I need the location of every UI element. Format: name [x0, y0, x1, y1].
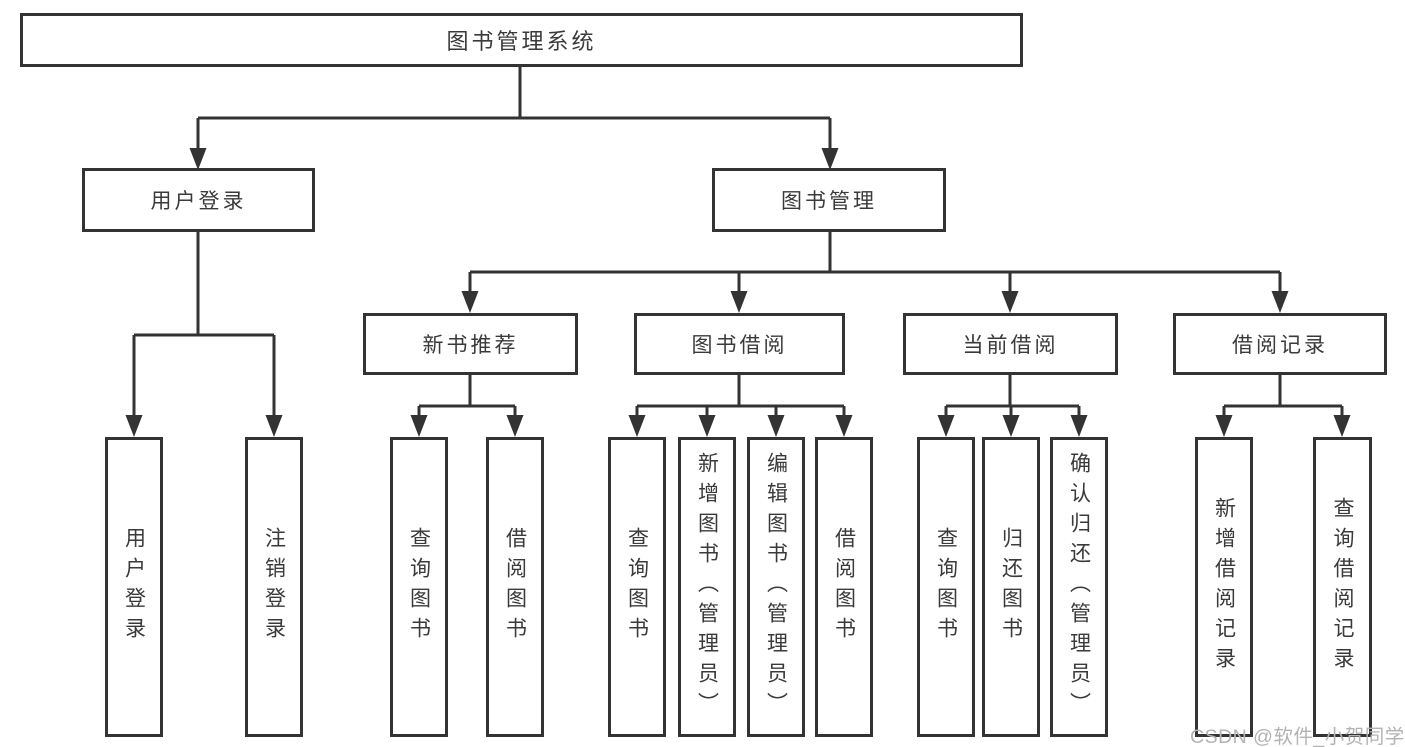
node-leaf-return-books: 归还图书 [982, 437, 1040, 737]
node-leaf-user-login: 用户登录 [105, 437, 163, 737]
node-leaf-query-books-borrowing: 查询图书 [608, 437, 666, 737]
node-book-management: 图书管理 [712, 168, 946, 232]
node-borrowing-records: 借阅记录 [1173, 313, 1387, 375]
node-leaf-query-borrow-record: 查询借阅记录 [1313, 437, 1372, 737]
node-leaf-borrow-books: 借阅图书 [815, 437, 873, 737]
node-book-borrowing: 图书借阅 [634, 313, 845, 375]
node-user-login: 用户登录 [82, 168, 315, 232]
node-current-borrowing: 当前借阅 [903, 313, 1118, 375]
node-library-management-system: 图书管理系统 [20, 13, 1023, 67]
node-new-book-recommendation: 新书推荐 [363, 313, 578, 375]
node-leaf-logout: 注销登录 [245, 437, 303, 737]
node-leaf-edit-books-admin: 编辑图书（管理员） [747, 437, 805, 737]
csdn-watermark: CSDN @软件_小贺同学 [1190, 726, 1405, 747]
node-leaf-add-books-admin: 新增图书（管理员） [678, 437, 736, 737]
node-leaf-query-books-recommend: 查询图书 [390, 437, 448, 737]
node-leaf-query-books-current: 查询图书 [917, 437, 975, 737]
node-leaf-confirm-return-admin: 确认归还（管理员） [1050, 437, 1108, 737]
node-leaf-borrow-books-recommend: 借阅图书 [486, 437, 544, 737]
node-leaf-add-borrow-record: 新增借阅记录 [1195, 437, 1253, 737]
